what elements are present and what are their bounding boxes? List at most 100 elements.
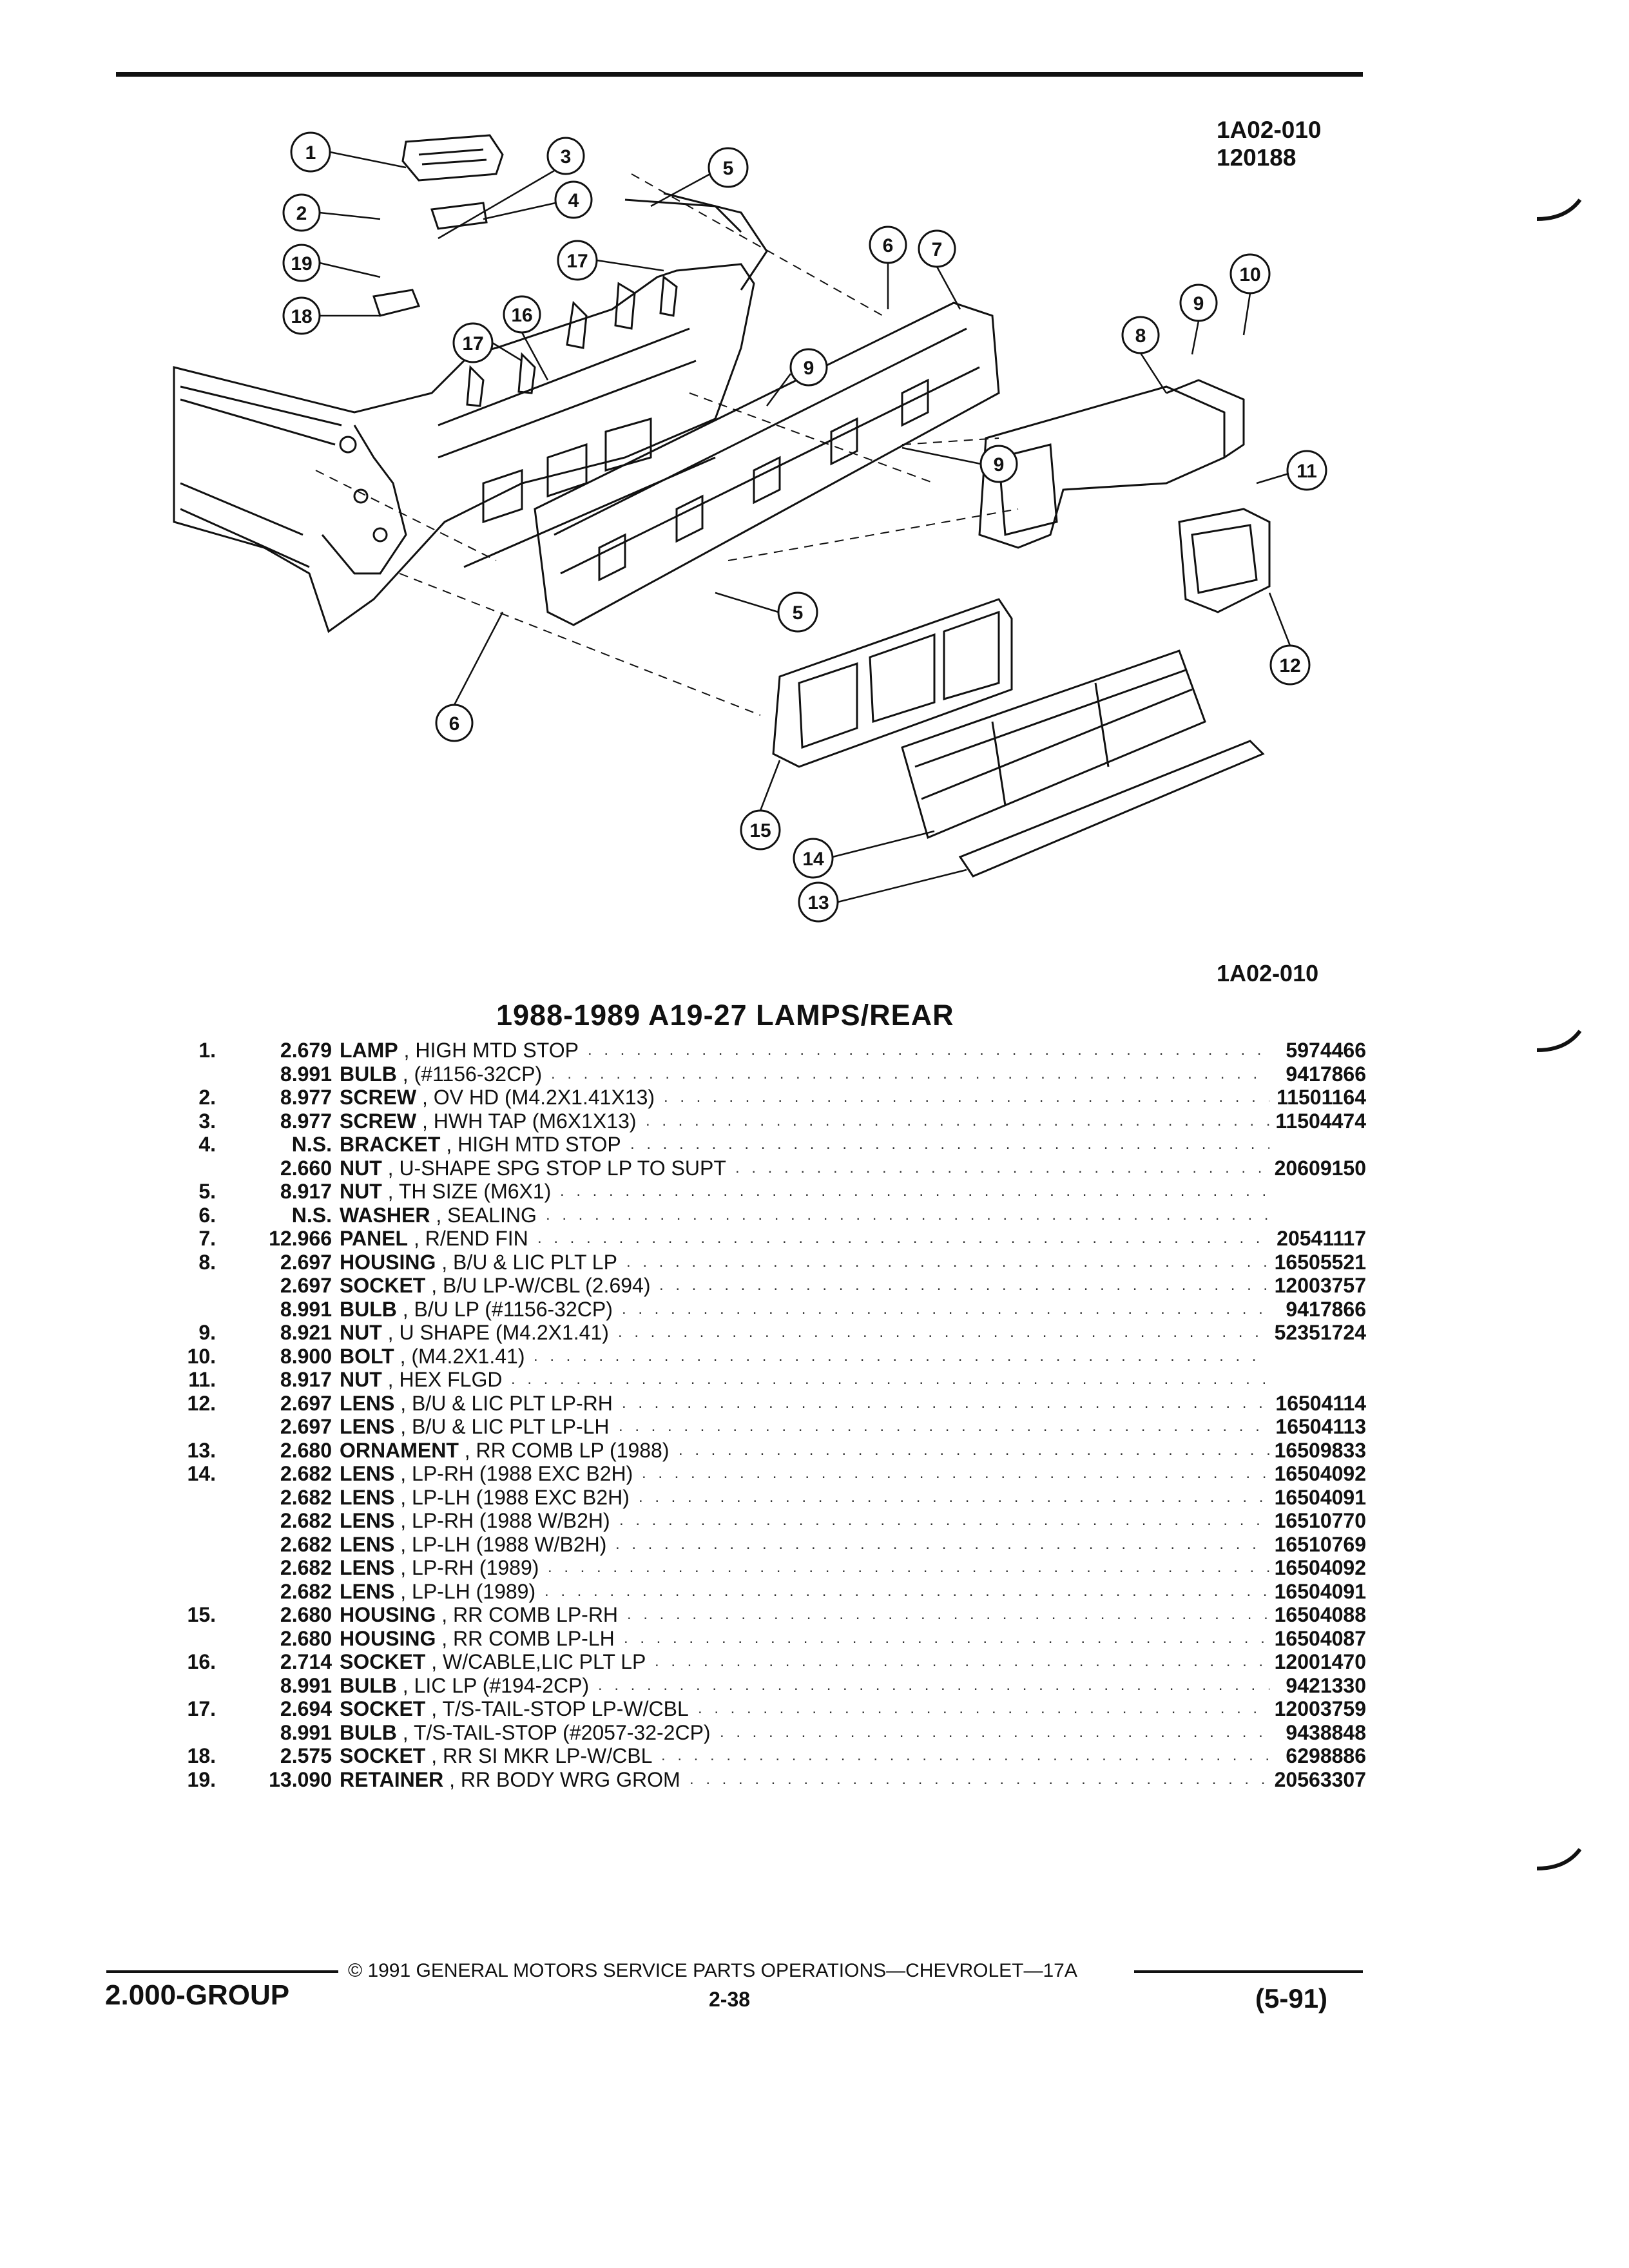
footer-group: 2.000-GROUP [105,1979,290,2011]
part-name: SOCKET [340,1274,426,1297]
part-description: LENS , LP-LH (1989) [332,1580,535,1603]
footer-copyright: © 1991 GENERAL MOTORS SERVICE PARTS OPER… [348,1960,1077,1981]
svg-text:17: 17 [566,251,588,272]
part-name: BULB [340,1720,397,1744]
leader-dots: . . . . . . . . . . . . . . . . . . . . … [588,1041,1269,1059]
part-name: LENS [340,1485,395,1509]
svg-text:7: 7 [932,239,943,260]
part-ref: 19. [187,1767,216,1791]
leader-dots: . . . . . . . . . . . . . . . . . . . . … [698,1700,1269,1717]
part-group: 12.966 [269,1227,332,1250]
callout-19: 19 [282,244,321,282]
assembly-lines [315,173,1019,716]
leader-dots: . . . . . . . . . . . . . . . . . . . . … [624,1629,1269,1647]
car-body-rear [173,192,768,633]
svg-text:15: 15 [749,820,771,841]
part-number: 12003757 [1269,1274,1366,1297]
part-group: 2.682 [280,1485,332,1509]
part-group: 8.977 [280,1086,332,1109]
part-detail: , HEX FLGD [387,1368,503,1391]
part-description: BULB , (#1156-32CP) [332,1062,542,1086]
ornament-strip [958,740,1265,878]
part-number: 16504091 [1269,1485,1366,1509]
part-ref: 4. [198,1133,216,1156]
part-description: PANEL , R/END FIN [332,1227,528,1250]
part-detail: , (#1156-32CP) [402,1062,543,1086]
callout-14: 14 [793,838,834,879]
part-detail: , B/U & LIC PLT LP-LH [400,1415,610,1438]
part-group: 2.714 [280,1650,332,1673]
part-description: LENS , B/U & LIC PLT LP-LH [332,1415,610,1438]
leader-lines [319,151,1291,903]
top-rule [116,72,1363,77]
callout-5b: 5 [777,591,818,633]
leader-dots: . . . . . . . . . . . . . . . . . . . . … [618,1323,1269,1341]
part-name: NUT [340,1368,382,1391]
part-detail: , RR COMB LP (1988) [464,1438,670,1462]
part-number: 9417866 [1280,1297,1366,1321]
leader-dots: . . . . . . . . . . . . . . . . . . . . … [622,1300,1269,1318]
callout-8: 8 [1121,316,1160,354]
leader-dots: . . . . . . . . . . . . . . . . . . . . … [689,1770,1269,1788]
leader-dots: . . . . . . . . . . . . . . . . . . . . … [545,1582,1269,1600]
footer-page-number: 2-38 [709,1988,751,2011]
leader-dots: . . . . . . . . . . . . . . . . . . . . … [639,1488,1269,1506]
part-number: 16504092 [1269,1462,1366,1485]
diagram-id-bottom: 1A02-010 [1217,960,1319,986]
part-group: 13.090 [269,1767,332,1791]
part-description: NUT , U SHAPE (M4.2X1.41) [332,1321,609,1344]
callout-2: 2 [282,193,321,232]
part-description: BRACKET , HIGH MTD STOP [332,1133,621,1156]
svg-text:19: 19 [291,253,312,274]
leader-dots: . . . . . . . . . . . . . . . . . . . . … [537,1229,1269,1247]
part-number: 16504092 [1269,1556,1366,1579]
part-number: 11501164 [1271,1086,1366,1109]
svg-text:5: 5 [723,158,734,179]
part-description: LENS , LP-LH (1988 EXC B2H) [332,1486,630,1509]
part-ref: 10. [187,1344,216,1368]
part-row: 6.N.S.WASHER , SEALING . . . . . . . . .… [161,1204,1366,1227]
part-ref: 6. [198,1203,216,1227]
part-name: SOCKET [340,1744,426,1767]
callout-10: 10 [1229,253,1271,294]
part-description: LENS , LP-RH (1988 W/B2H) [332,1509,610,1532]
part-number: 52351724 [1269,1321,1366,1344]
part-row: 4.N.S.BRACKET , HIGH MTD STOP . . . . . … [161,1133,1366,1157]
part-detail: , T/S-TAIL-STOP (#2057-32-2CP) [402,1720,711,1744]
svg-text:13: 13 [807,892,829,914]
leader-dots: . . . . . . . . . . . . . . . . . . . . … [661,1747,1269,1764]
part-name: LENS [340,1391,395,1415]
part-description: SOCKET , T/S-TAIL-STOP LP-W/CBL [332,1697,689,1720]
svg-text:6: 6 [883,235,894,256]
svg-text:9: 9 [804,358,815,379]
leader-dots: . . . . . . . . . . . . . . . . . . . . … [546,1206,1269,1224]
part-number: 16510770 [1269,1509,1366,1532]
part-description: LENS , LP-RH (1988 EXC B2H) [332,1462,633,1485]
part-ref: 1. [198,1039,216,1062]
part-ref: 9. [198,1321,216,1344]
part-name: BULB [340,1062,397,1086]
part-number: 16504088 [1269,1603,1366,1626]
svg-text:9: 9 [1193,293,1204,314]
leader-dots: . . . . . . . . . . . . . . . . . . . . … [598,1676,1269,1694]
part-group: 2.694 [280,1697,332,1720]
leader-dots: . . . . . . . . . . . . . . . . . . . . … [615,1535,1269,1553]
part-ref: 17. [187,1697,216,1720]
part-group: 2.697 [280,1250,332,1274]
svg-text:6: 6 [449,713,460,735]
end-finish-panel [534,302,1000,626]
part-description: ORNAMENT , RR COMB LP (1988) [332,1439,670,1462]
part-name: SCREW [340,1086,417,1109]
part-name: RETAINER [340,1767,444,1791]
